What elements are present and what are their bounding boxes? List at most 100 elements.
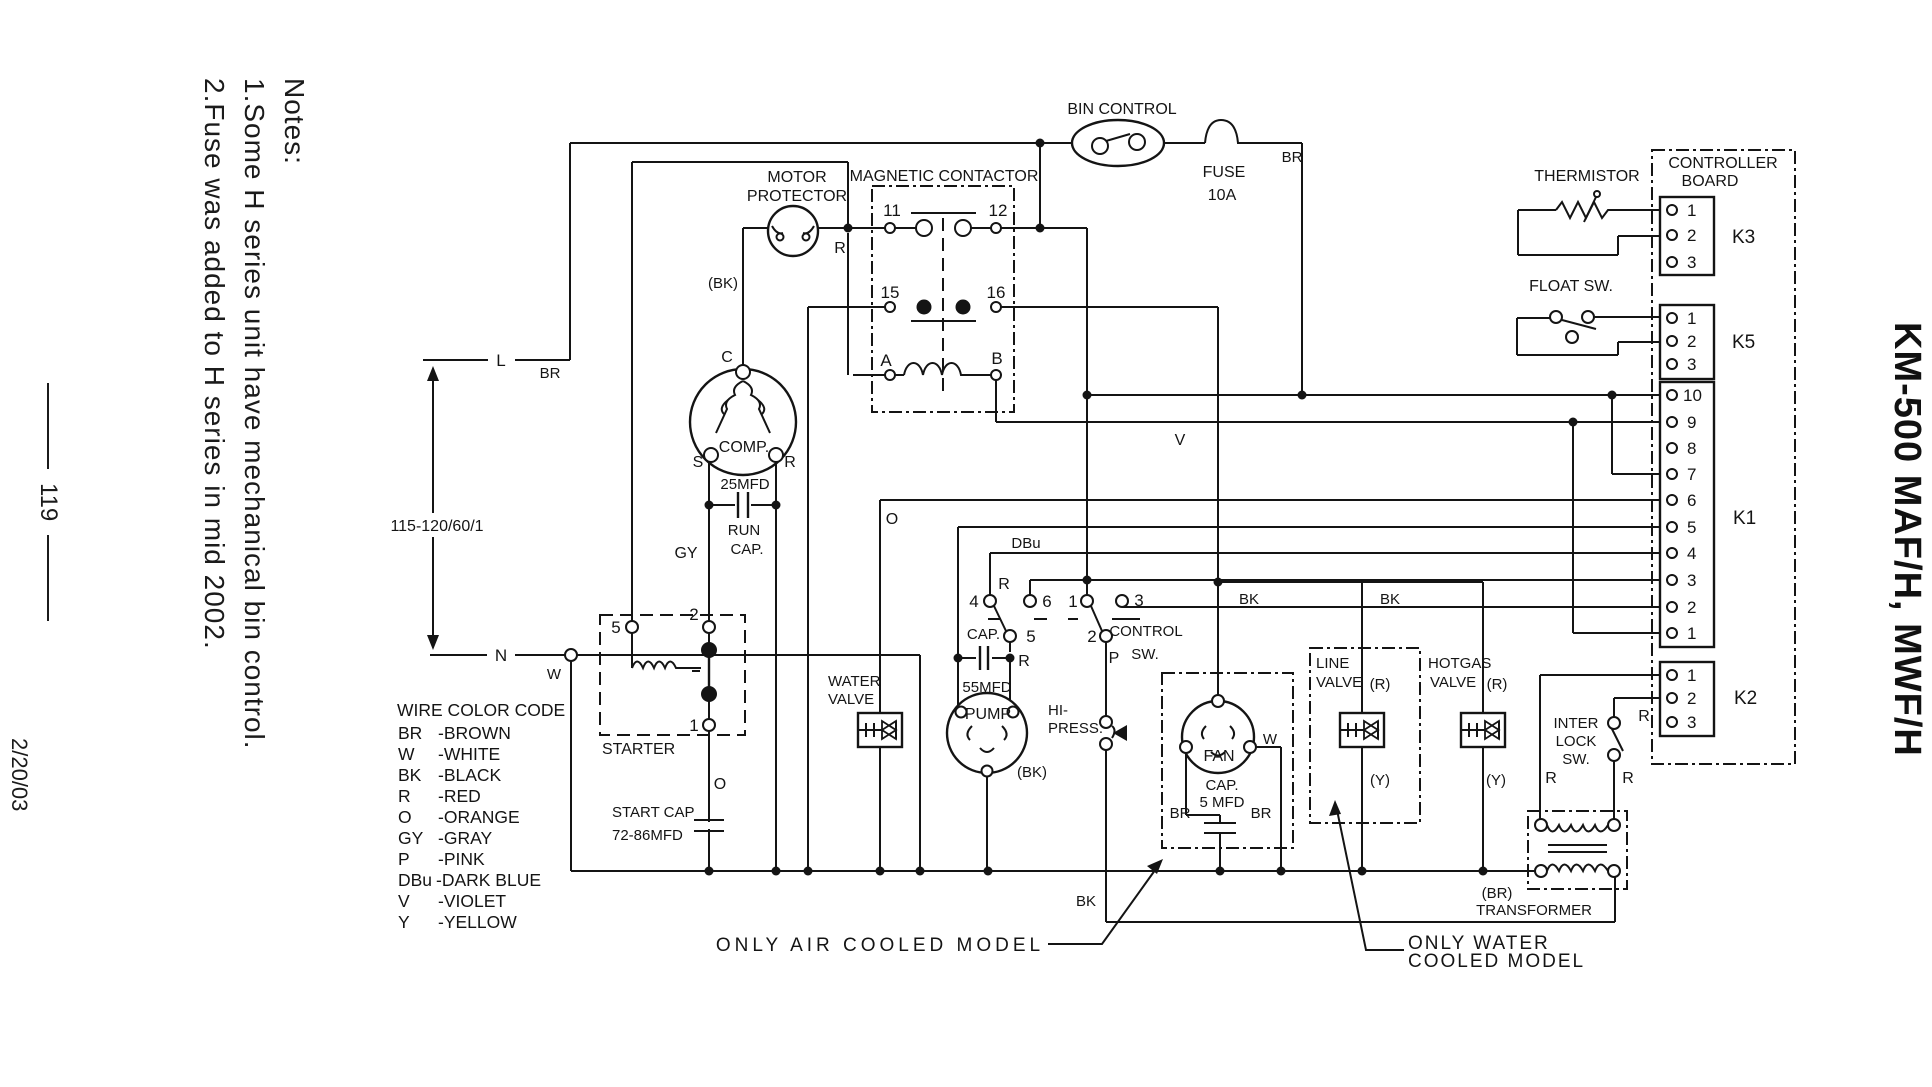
k3-pin-3: 3 bbox=[1687, 253, 1696, 272]
interlock-label-2: LOCK bbox=[1556, 733, 1597, 750]
start-capacitor: O START CAP 72-86MFD bbox=[612, 776, 726, 844]
k2-pin-1: 1 bbox=[1687, 666, 1696, 685]
water-valve-label-1: WATER bbox=[828, 673, 881, 690]
control-switch-terminal-3: 3 bbox=[1134, 591, 1143, 610]
k3-label: K3 bbox=[1732, 227, 1755, 248]
wire-label-gy: GY bbox=[674, 545, 697, 562]
k1-pin-3: 3 bbox=[1687, 571, 1696, 590]
start-cap-label-1: START CAP bbox=[612, 804, 695, 821]
fan-label: FAN bbox=[1203, 748, 1234, 765]
contactor-terminal-11: 11 bbox=[883, 201, 901, 220]
main-feed-wire bbox=[1082, 228, 1667, 595]
wire-label-bk-bottom: BK bbox=[1076, 893, 1096, 910]
water-valve-label-2: VALVE bbox=[828, 691, 874, 708]
wire-label-dbu: DBu bbox=[1011, 535, 1040, 552]
contactor-terminal-12: 12 bbox=[989, 201, 1008, 220]
air-cooled-label: ONLY AIR COOLED MODEL bbox=[716, 935, 1044, 956]
k5-pin-3: 3 bbox=[1687, 355, 1696, 374]
connector-k3: 1 2 3 K3 bbox=[1658, 195, 1755, 277]
power-supply: 115-120/60/1 L N BR W bbox=[380, 143, 921, 871]
interlock-label-3: SW. bbox=[1562, 751, 1590, 768]
pump-cap-label: CAP. bbox=[967, 626, 1000, 643]
fuse-rating-label: 10A bbox=[1208, 187, 1237, 204]
color-code-p: P bbox=[398, 849, 410, 869]
hotgas-valve: HOTGAS VALVE (R) (Y) bbox=[1428, 655, 1507, 871]
controller-board-label-1: CONTROLLER bbox=[1668, 155, 1777, 172]
control-switch-terminal-6: 6 bbox=[1042, 592, 1051, 611]
wire-label-o-watervalve: O bbox=[886, 511, 898, 528]
k1-pin-8: 8 bbox=[1687, 439, 1696, 458]
color-code-w: W bbox=[398, 744, 415, 764]
k2-pin-2: 2 bbox=[1687, 689, 1696, 708]
wire-label-w: W bbox=[547, 666, 562, 683]
color-name-violet: -VIOLET bbox=[438, 891, 506, 911]
connector-k1: 10 9 8 7 6 5 4 3 2 1 K1 bbox=[1658, 380, 1756, 649]
color-name-red: -RED bbox=[438, 786, 481, 806]
color-name-brown: -BROWN bbox=[438, 723, 511, 743]
k3-pin-2: 2 bbox=[1687, 226, 1696, 245]
supply-rating-label: 115-120/60/1 bbox=[390, 518, 483, 535]
magnetic-contactor: MAGNETIC CONTACTOR 11 12 15 16 A B bbox=[807, 168, 1218, 871]
callout-water-cooled: ONLY WATER COOLED MODEL bbox=[1329, 800, 1585, 972]
wire-label-p: P bbox=[1109, 650, 1120, 667]
magnetic-contactor-label: MAGNETIC CONTACTOR bbox=[850, 168, 1039, 185]
compressor-r-label: R bbox=[784, 454, 796, 471]
hotgas-valve-label-1: HOTGAS bbox=[1428, 655, 1491, 672]
neutral-terminal-label: N bbox=[495, 646, 507, 665]
hi-press-label-1: HI- bbox=[1048, 702, 1068, 719]
fuse-label: FUSE bbox=[1203, 164, 1246, 181]
k1-pin-1: 1 bbox=[1687, 624, 1696, 643]
k1-pin-6: 6 bbox=[1687, 491, 1696, 510]
k5-pin-1: 1 bbox=[1687, 309, 1696, 328]
start-cap-label-2: 72-86MFD bbox=[612, 827, 683, 844]
k1-label: K1 bbox=[1733, 508, 1756, 529]
wire-label-br-fan-right: BR bbox=[1251, 805, 1272, 822]
line-valve-label-1: LINE bbox=[1316, 655, 1349, 672]
line-valve-label-2: VALVE bbox=[1316, 674, 1362, 691]
wire-label-w-fan: W bbox=[1263, 731, 1278, 748]
wire-label-y-paren-hotgas: (Y) bbox=[1486, 772, 1506, 789]
wire-label-y-paren-line: (Y) bbox=[1370, 772, 1390, 789]
starter-label: STARTER bbox=[602, 741, 675, 758]
wire-label-br: BR bbox=[540, 365, 561, 382]
wire-label-bk-paren: (BK) bbox=[708, 275, 738, 292]
contactor-terminal-16: 16 bbox=[987, 283, 1006, 302]
k3-pin-1: 1 bbox=[1687, 201, 1696, 220]
color-name-yellow: -YELLOW bbox=[438, 912, 517, 932]
control-switch: DBu 4 5 6 1 2 3 CONTROL SW. R bbox=[969, 535, 1667, 663]
wire-label-r-interlock: R bbox=[1622, 770, 1634, 787]
callout-air-cooled: ONLY AIR COOLED MODEL bbox=[716, 859, 1163, 956]
thermistor: THERMISTOR bbox=[1517, 168, 1667, 256]
color-code-v: V bbox=[398, 891, 410, 911]
wire-label-br-fan-left: BR bbox=[1170, 805, 1191, 822]
fuse: FUSE 10A BR bbox=[1203, 149, 1303, 204]
starter-terminal-1: 1 bbox=[689, 716, 698, 735]
transformer: (BR) TRANSFORMER bbox=[1476, 810, 1628, 919]
wire-label-br-paren: (BR) bbox=[1482, 885, 1513, 902]
v-wire: V bbox=[995, 380, 1667, 634]
motor-protector-label-2: PROTECTOR bbox=[747, 188, 847, 205]
motor-protector: MOTOR PROTECTOR R (BK) bbox=[631, 161, 885, 621]
control-switch-label-2: SW. bbox=[1131, 646, 1159, 663]
hi-press-label-2: PRESS. bbox=[1048, 720, 1103, 737]
wire-label-bk-1: BK bbox=[1239, 591, 1259, 608]
line-terminal-label: L bbox=[496, 351, 505, 370]
transformer-label: TRANSFORMER bbox=[1476, 902, 1592, 919]
color-code-bk: BK bbox=[398, 765, 422, 785]
color-code-gy: GY bbox=[398, 828, 424, 848]
color-name-darkblue: -DARK BLUE bbox=[436, 870, 541, 890]
connector-k5: 1 2 3 K5 bbox=[1658, 303, 1755, 381]
run-capacitor: 25MFD RUN CAP. GY bbox=[674, 462, 781, 871]
water-cooled-label-2: COOLED MODEL bbox=[1408, 951, 1585, 972]
fan-cap-label: CAP. bbox=[1205, 777, 1238, 794]
float-switch-label: FLOAT SW. bbox=[1529, 278, 1613, 295]
compressor-s-label: S bbox=[693, 454, 704, 471]
k1-pin-4: 4 bbox=[1687, 544, 1696, 563]
compressor-c-label: C bbox=[721, 349, 733, 366]
contactor-terminal-a: A bbox=[880, 351, 892, 370]
starter: 5 2 1 STARTER bbox=[599, 605, 746, 758]
wire-label-bk-paren-pump: (BK) bbox=[1017, 764, 1047, 781]
wire-label-r-k2: R bbox=[1638, 708, 1650, 725]
